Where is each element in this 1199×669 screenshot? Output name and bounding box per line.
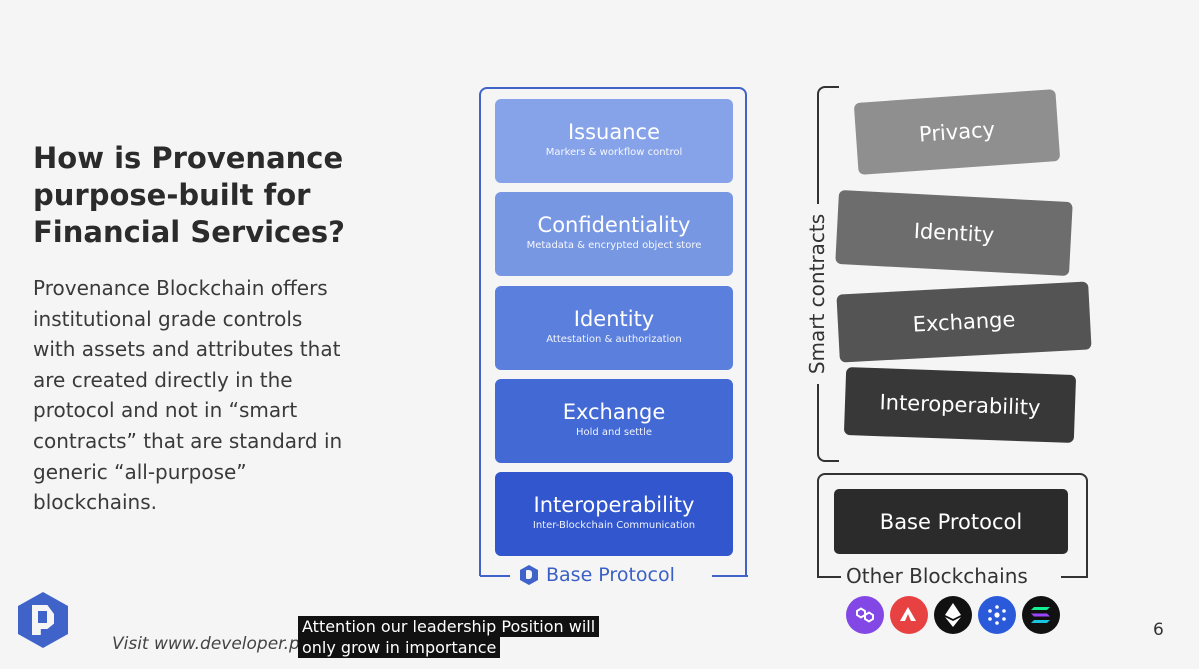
divider [817,576,845,578]
stack-block-sub: Metadata & encrypted object store [526,240,702,251]
divider [1061,576,1088,578]
polygon-icon [846,596,884,634]
stack-block-sub: Attestation & authorization [546,334,682,345]
contract-name: Interoperability [879,390,1041,420]
slide-title: How is Provenance purpose-built for Fina… [33,141,345,249]
contract-interoperability: Interoperability [843,367,1077,443]
contract-exchange: Exchange [836,281,1092,363]
contract-identity: Identity [835,189,1073,277]
video-caption: Attention our leadership Position will o… [298,616,600,658]
caption-line-1: Attention our leadership Position will [298,616,600,637]
other-blockchains-label-row: Other Blockchains [817,563,1088,589]
other-blockchains-label: Other Blockchains [841,563,1033,589]
ethereum-icon [934,596,972,634]
contract-privacy: Privacy [853,89,1061,175]
stack-block-name: Issuance [567,120,661,144]
visit-link-text: Visit www.developer.p [112,634,300,654]
divider [712,575,748,577]
stack-block-sub: Hold and settle [575,427,653,438]
avalanche-icon [890,596,928,634]
stack-block-name: Confidentiality [537,213,691,237]
smart-contracts-text: Smart contracts [805,213,829,375]
base-protocol-label: Base Protocol [514,562,681,588]
contract-name: Privacy [918,117,996,147]
provenance-logo-icon [520,565,538,585]
caption-line-2: only grow in importance [298,637,501,658]
smart-contracts-label: Smart contracts [805,204,829,384]
base-protocol-label-row: Base Protocol [480,562,748,588]
stack-block-name: Interoperability [533,493,695,517]
stack-block-confidentiality: Confidentiality Metadata & encrypted obj… [495,192,733,276]
slide-body: Provenance Blockchain offers institution… [33,276,343,515]
stack-block-name: Identity [573,307,655,331]
stack-block-interoperability: Interoperability Inter-Blockchain Commun… [495,472,733,556]
provenance-stack-frame [479,87,747,576]
stack-block-sub: Markers & workflow control [545,147,683,158]
stack-block-name: Exchange [562,400,666,424]
other-base-protocol: Base Protocol [834,489,1068,554]
stack-block-exchange: Exchange Hold and settle [495,379,733,463]
stack-block-issuance: Issuance Markers & workflow control [495,99,733,183]
other-blockchains-frame [817,473,1088,577]
solana-icon [1022,596,1060,634]
divider [480,575,510,577]
provenance-logo-icon [18,592,68,648]
contract-name: Exchange [912,307,1016,337]
contract-name: Identity [913,218,995,248]
stack-block-sub: Inter-Blockchain Communication [532,520,696,531]
stack-block-identity: Identity Attestation & authorization [495,286,733,370]
base-protocol-text: Base Protocol [546,564,675,586]
page-number: 6 [1153,620,1164,640]
cardano-icon [978,596,1016,634]
